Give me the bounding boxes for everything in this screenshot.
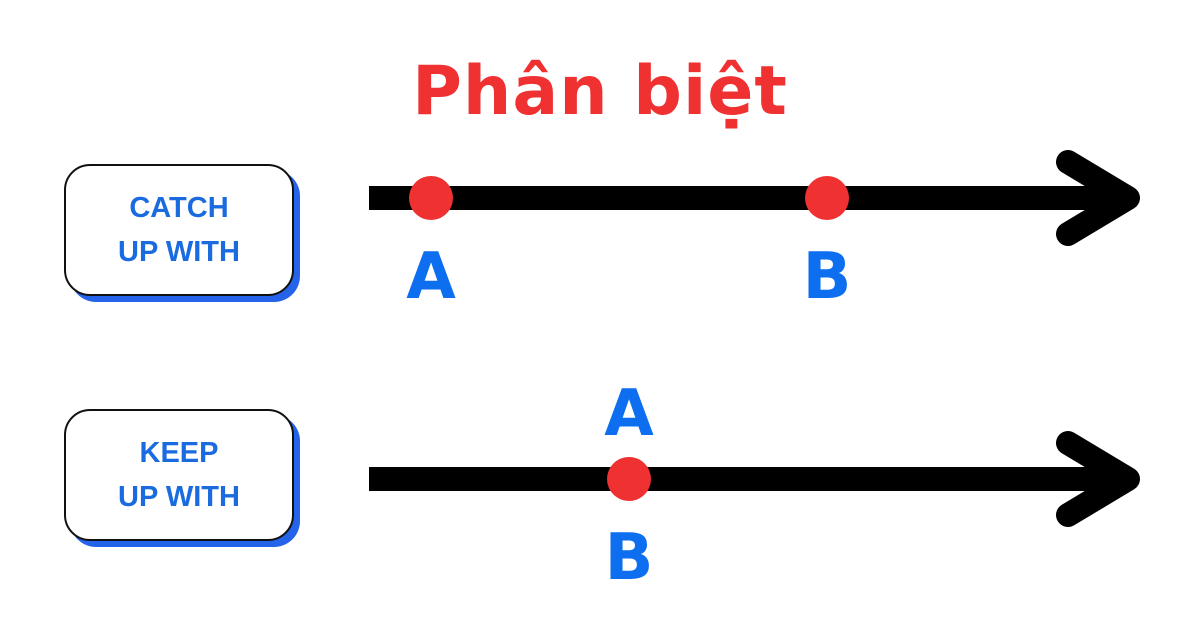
card-face: KEEP UP WITH [64, 409, 294, 541]
point-marker [805, 176, 849, 220]
arrow-head [1056, 431, 1140, 527]
point-label: A [604, 377, 654, 451]
point-label: B [803, 240, 852, 314]
row-label-text: KEEP UP WITH [118, 437, 240, 513]
point-label: B [605, 521, 654, 595]
arrow-head [1056, 150, 1140, 246]
row-label-card-keep-up-with: KEEP UP WITH [64, 409, 300, 547]
point-marker [607, 457, 651, 501]
point-marker [409, 176, 453, 220]
card-face: CATCH UP WITH [64, 164, 294, 296]
point-label: A [406, 240, 456, 314]
row-label-card-catch-up-with: CATCH UP WITH [64, 164, 300, 302]
page-title: Phân biệt [412, 52, 788, 131]
row-label-text: CATCH UP WITH [118, 192, 240, 268]
